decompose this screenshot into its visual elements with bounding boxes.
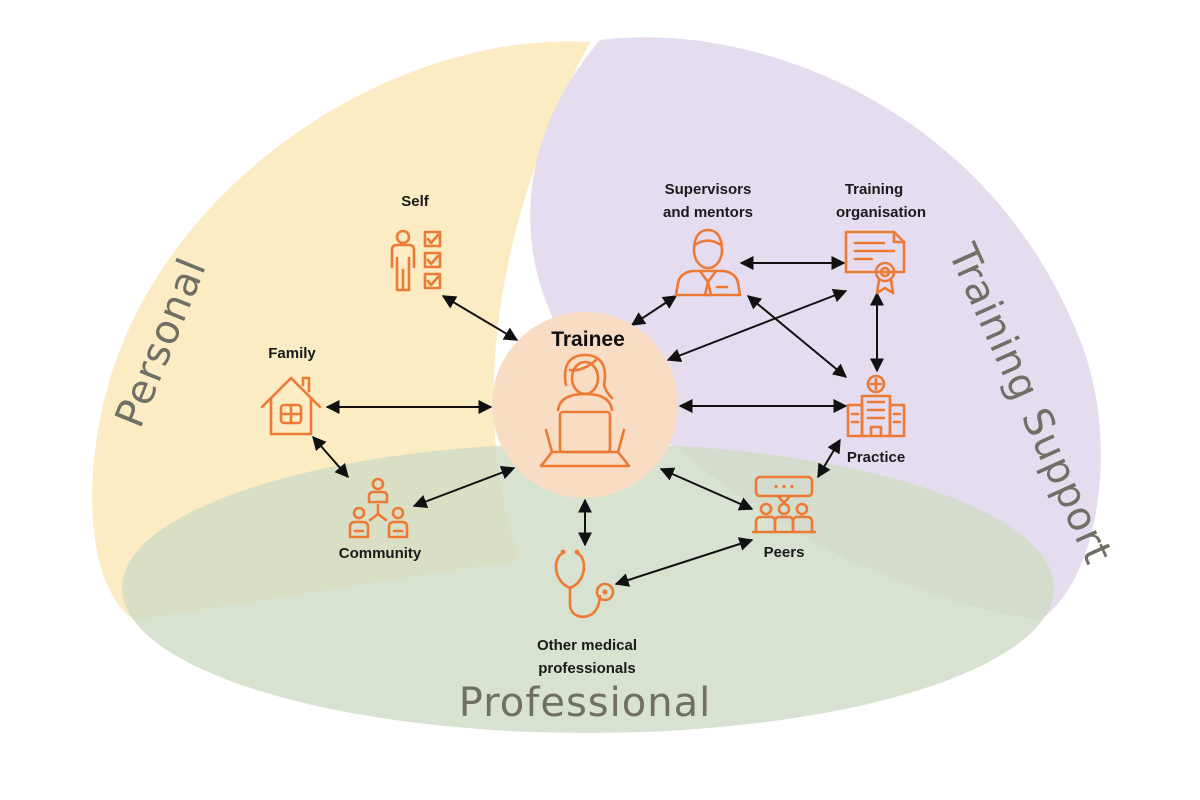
training-org-label-line1: Training	[845, 181, 903, 198]
self-node: Self	[390, 193, 442, 292]
house-icon	[260, 376, 322, 436]
trainee-label: Trainee	[551, 328, 625, 351]
supervisors-label-line1: Supervisors	[665, 181, 752, 198]
training-org-label-line2: organisation	[836, 204, 926, 221]
community-node: Community	[339, 477, 422, 562]
arrow-community-trainee	[412, 465, 516, 509]
community-label: Community	[339, 545, 422, 562]
family-label: Family	[268, 345, 316, 362]
businessman-icon	[674, 228, 742, 297]
supervisors-node: Supervisors and mentors	[663, 181, 753, 297]
certificate-icon	[844, 230, 906, 295]
practice-label: Practice	[847, 449, 905, 466]
family-node: Family	[260, 345, 322, 436]
other-medical-label-line1: Other medical	[537, 637, 637, 654]
stethoscope-icon	[554, 549, 615, 618]
arrow-supervisors-practice	[746, 295, 848, 378]
training-org-node: Training organisation	[836, 181, 926, 295]
group-chat-icon	[751, 475, 817, 534]
peers-label: Peers	[764, 544, 805, 561]
supervisors-label-line2: and mentors	[663, 204, 753, 221]
peers-node: Peers	[751, 475, 817, 561]
arrow-medical-peers	[614, 537, 754, 587]
trainee-node: Trainee	[492, 312, 678, 498]
arrow-self-trainee	[441, 295, 519, 341]
practice-node: Practice	[846, 374, 906, 466]
region-label-professional: Professional	[459, 680, 711, 726]
arrow-peers-practice	[817, 438, 841, 479]
person-checklist-icon	[390, 229, 442, 292]
arrow-trainee-peers	[659, 467, 754, 511]
other-medical-label-line2: professionals	[538, 660, 636, 677]
person-laptop-icon	[539, 353, 631, 468]
other-medical-node: Other medical professionals	[537, 549, 637, 677]
connection-arrows	[312, 256, 884, 587]
arrow-family-community	[312, 435, 349, 479]
trainee-circle	[492, 312, 678, 498]
hospital-building-icon	[846, 374, 906, 438]
self-label: Self	[401, 193, 430, 210]
community-network-icon	[348, 477, 409, 539]
